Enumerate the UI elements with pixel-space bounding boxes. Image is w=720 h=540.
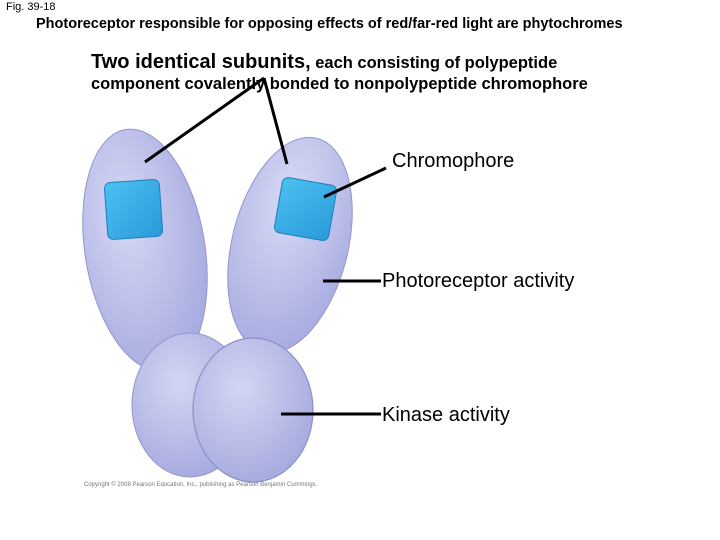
subunits-caption-part1: Two identical subunits,: [91, 51, 311, 73]
figure-title: Photoreceptor responsible for opposing e…: [36, 16, 623, 32]
subunits-leader-line-left: [144, 76, 265, 164]
subunits-caption-line2: component covalently bonded to nonpolype…: [91, 75, 588, 93]
right-chromophore: [273, 177, 337, 241]
right-subunit-photoreceptor-domain: [227, 136, 353, 354]
left-chromophore: [104, 179, 164, 240]
subunits-leader-line-right: [262, 77, 289, 165]
subunits-caption-part2: each consisting of polypeptide: [310, 54, 558, 72]
right-subunit-kinase-domain: [192, 337, 314, 483]
figure-number: Fig. 39-18: [6, 1, 56, 13]
subunits-caption: Two identical subunits, each consisting …: [91, 50, 588, 95]
chromophore-leader-line: [323, 166, 387, 199]
chromophore-label: Chromophore: [392, 150, 515, 172]
copyright-notice: Copyright © 2008 Pearson Education, Inc.…: [84, 482, 318, 488]
photoreceptor-activity-label: Photoreceptor activity: [382, 270, 575, 292]
kinase-activity-label: Kinase activity: [382, 404, 510, 426]
